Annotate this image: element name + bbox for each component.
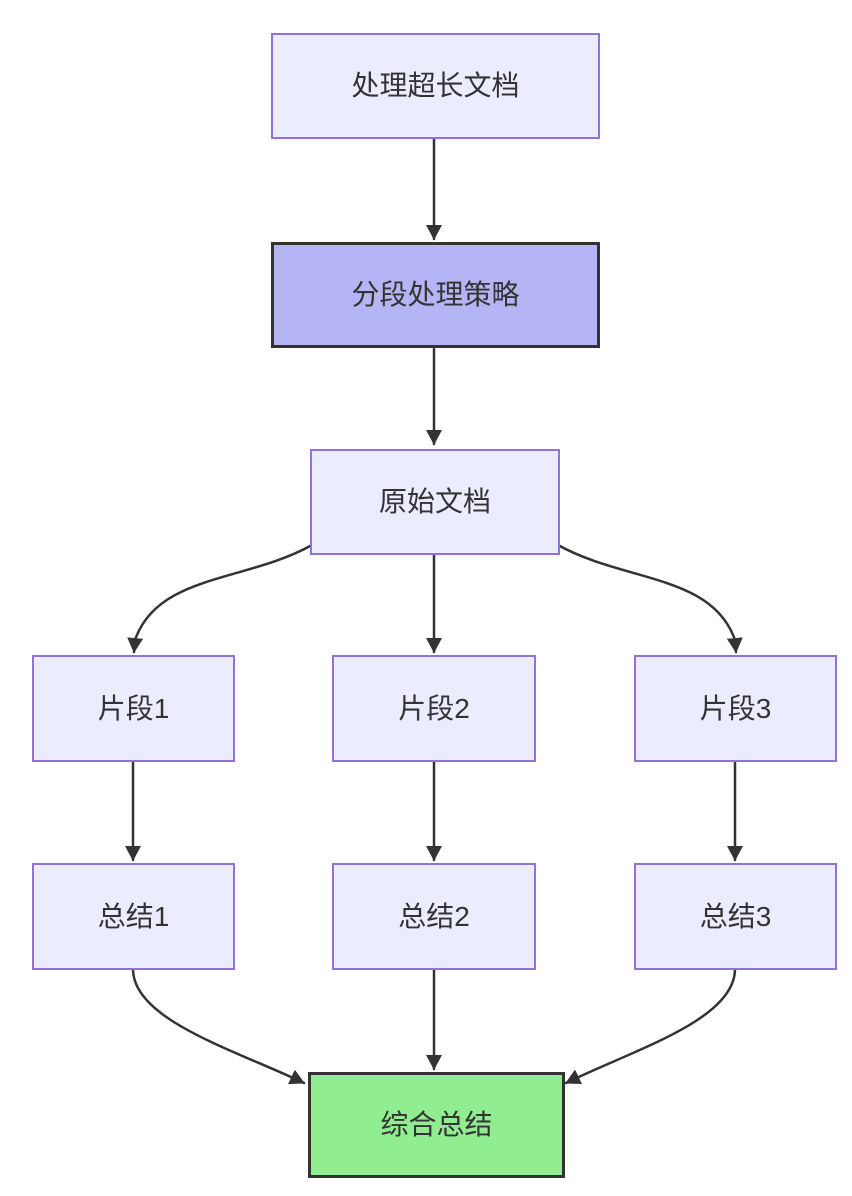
node-sum1-label: 总结1 xyxy=(97,900,170,932)
node-strategy-label: 分段处理策略 xyxy=(351,279,520,311)
edge-doc-frag1 xyxy=(127,543,314,654)
node-start: 处理超长文档 xyxy=(271,33,600,139)
node-frag2: 片段2 xyxy=(332,655,536,762)
node-final: 综合总结 xyxy=(308,1072,565,1178)
node-start-label: 处理超长文档 xyxy=(351,70,520,102)
node-frag1-label: 片段1 xyxy=(97,692,170,724)
node-frag1: 片段1 xyxy=(32,655,235,762)
node-final-label: 综合总结 xyxy=(380,1109,493,1141)
node-sum1: 总结1 xyxy=(32,863,235,970)
node-sum2: 总结2 xyxy=(332,863,536,970)
node-sum3-label: 总结3 xyxy=(699,900,772,932)
node-doc-label: 原始文档 xyxy=(378,486,491,518)
edge-sum1-final xyxy=(131,967,306,1085)
node-sum2-label: 总结2 xyxy=(398,900,470,932)
edge-sum3-final xyxy=(564,967,737,1085)
node-frag3-label: 片段3 xyxy=(699,692,772,724)
node-frag2-label: 片段2 xyxy=(398,692,470,724)
node-sum3: 总结3 xyxy=(634,863,837,970)
node-strategy: 分段处理策略 xyxy=(271,242,600,348)
edge-doc-frag3 xyxy=(556,543,743,654)
node-frag3: 片段3 xyxy=(634,655,837,762)
node-doc: 原始文档 xyxy=(310,449,560,555)
